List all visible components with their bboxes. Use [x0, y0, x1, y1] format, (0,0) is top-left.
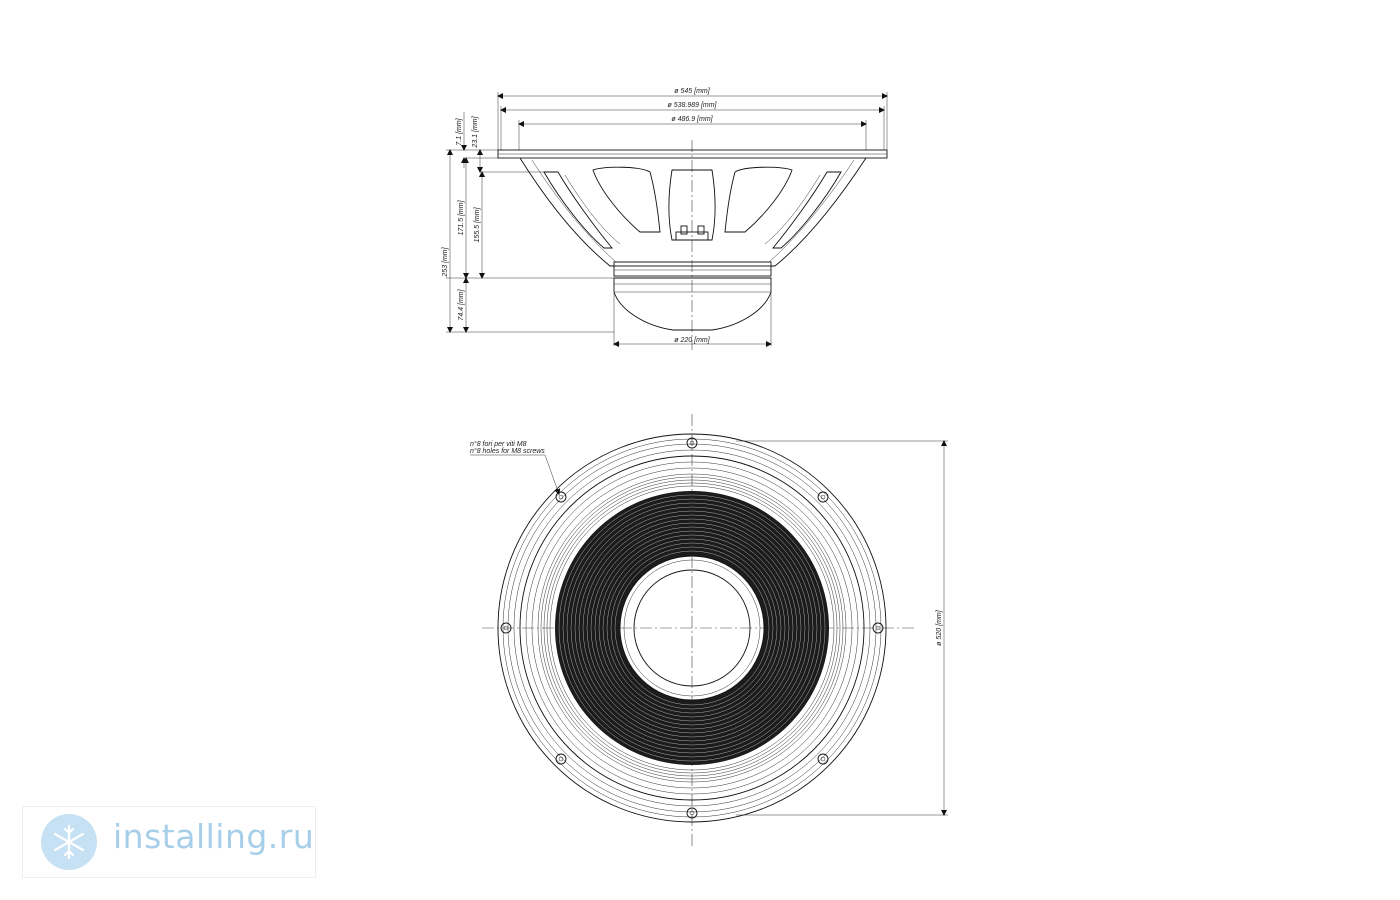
baffle-diameter-label: ø 486.9 [mm] — [671, 116, 713, 123]
side-view: ø 545 [mm] ø 538.989 [mm] ø 486.9 [mm] — [442, 88, 888, 350]
magnet-diameter-label: ø 220 [mm] — [674, 337, 710, 344]
mounting-hole — [500, 622, 512, 634]
outer-rim — [497, 433, 887, 823]
mounting-hole — [686, 437, 698, 449]
magnet — [613, 277, 772, 331]
dim-cutout-diameter: ø 520 [mm] — [736, 440, 948, 816]
mounting-hole — [555, 753, 567, 765]
cone-rings — [558, 494, 826, 762]
basket-base-ring — [613, 261, 772, 277]
snowflake-logo-icon — [41, 814, 97, 870]
flange-depth-label: 23.1 [mm] — [472, 115, 479, 148]
watermark-text: installing.ru — [113, 817, 315, 856]
mounting-holes — [500, 437, 884, 819]
holes-note-italian: n°8 fori per viti M8 — [470, 440, 527, 448]
flange-thickness-label: 7.1 [mm] — [456, 117, 463, 145]
mounting-diameter-label: ø 538.989 [mm] — [667, 102, 717, 109]
cutout-diameter-label: ø 520 [mm] — [936, 609, 943, 645]
holes-callout: n°8 fori per viti M8 n°8 holes for M8 sc… — [470, 440, 561, 495]
outer-diameter-label: ø 545 [mm] — [674, 88, 710, 95]
vertical-dimensions: 253 [mm] 7.1 [mm] 171.5 [mm] 74.4 [mm] 2… — [442, 112, 614, 333]
total-depth-label: 253 [mm] — [442, 246, 449, 277]
magnet-depth-label: 74.4 [mm] — [458, 288, 465, 320]
terminal — [675, 225, 709, 241]
surround-rings — [537, 473, 847, 783]
mounting-hole — [686, 807, 698, 819]
mounting-hole — [817, 491, 829, 503]
dim-mounting-diameter: ø 538.989 [mm] — [500, 102, 885, 150]
basket-depth-label: 171.5 [mm] — [458, 199, 465, 235]
dim-baffle-diameter: ø 486.9 [mm] — [518, 116, 867, 150]
mounting-hole — [817, 753, 829, 765]
mounting-hole — [555, 491, 567, 503]
mounting-hole — [872, 622, 884, 634]
dim-magnet-diameter: ø 220 [mm] — [613, 292, 772, 347]
cone-depth-label: 155.5 [mm] — [474, 206, 481, 242]
holes-note-english: n°8 holes for M8 screws — [470, 447, 545, 455]
basket-windows — [543, 166, 842, 249]
watermark: installing.ru — [22, 806, 316, 878]
dim-outer-diameter: ø 545 [mm] — [497, 88, 888, 150]
front-view: n°8 fori per viti M8 n°8 holes for M8 sc… — [470, 414, 948, 848]
